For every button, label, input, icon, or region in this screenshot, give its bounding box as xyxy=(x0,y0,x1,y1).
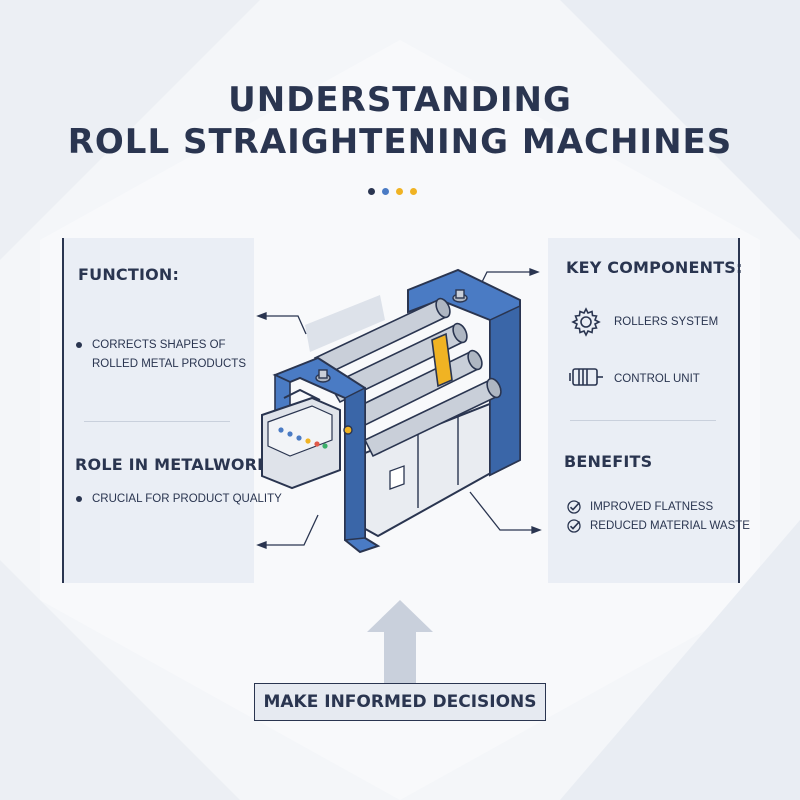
right-divider xyxy=(570,420,716,421)
motor-icon xyxy=(569,368,603,386)
role-bullet xyxy=(76,496,82,502)
function-heading: FUNCTION: xyxy=(78,265,180,284)
check-circle-icon xyxy=(567,500,581,514)
role-heading: ROLE IN METALWORKING: xyxy=(75,455,310,474)
component-item-control: CONTROL UNIT xyxy=(614,373,700,385)
dot-navy xyxy=(368,188,375,195)
left-info-panel xyxy=(62,238,254,583)
make-informed-decisions-banner: MAKE INFORMED DECISIONS xyxy=(254,683,546,721)
benefits-heading: BENEFITS xyxy=(564,452,653,471)
gear-icon xyxy=(571,307,601,337)
page-title: UNDERSTANDING ROLL STRAIGHTENING MACHINE… xyxy=(0,80,800,164)
left-divider xyxy=(84,421,230,422)
rollers xyxy=(313,297,502,458)
components-heading: KEY COMPONENTS: xyxy=(566,258,743,277)
benefit-item-waste: REDUCED MATERIAL WASTE xyxy=(590,520,750,532)
title-line-1: UNDERSTANDING xyxy=(228,80,572,120)
component-item-rollers: ROLLERS SYSTEM xyxy=(614,316,719,328)
dot-yellow xyxy=(396,188,403,195)
function-item-line-1: CORRECTS SHAPES OF xyxy=(92,339,226,351)
dot-yellow-2 xyxy=(410,188,417,195)
benefit-item-flatness: IMPROVED FLATNESS xyxy=(590,501,714,513)
right-info-panel xyxy=(548,238,740,583)
check-circle-icon-2 xyxy=(567,519,581,533)
title-line-2: ROLL STRAIGHTENING MACHINES xyxy=(67,122,733,162)
function-bullet xyxy=(76,342,82,348)
role-item: CRUCIAL FOR PRODUCT QUALITY xyxy=(92,493,282,505)
pointer-arrows xyxy=(256,268,542,549)
dot-blue xyxy=(382,188,389,195)
function-item-line-2: ROLLED METAL PRODUCTS xyxy=(92,358,246,370)
title-dots xyxy=(368,188,417,195)
